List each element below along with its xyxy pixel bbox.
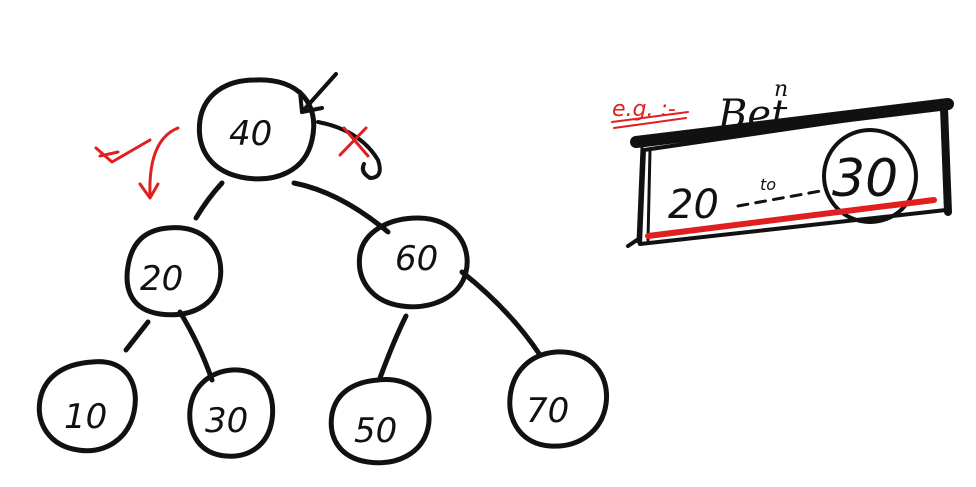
edge-40-20 — [193, 180, 225, 221]
cross-mark-icon — [338, 126, 370, 158]
range-end: 30 — [832, 149, 898, 209]
tree-node-60: 60 — [356, 215, 470, 310]
left-path-annotation — [94, 126, 180, 200]
node-label-50: 50 — [354, 411, 397, 451]
edge-20-30 — [177, 309, 215, 383]
range-content: 20 to 30 — [645, 128, 937, 239]
node-label-70: 70 — [526, 391, 569, 431]
tree-node-40: 40 — [196, 77, 317, 182]
tree-edges — [123, 180, 543, 383]
range-box — [626, 98, 954, 248]
edge-60-70 — [459, 269, 543, 358]
pointer-arrow-icon — [298, 72, 338, 114]
node-label-40: 40 — [229, 114, 272, 154]
range-red-underline — [645, 197, 937, 239]
range-end-circle — [822, 128, 918, 224]
range-start: 20 — [668, 182, 719, 228]
edge-60-50 — [377, 313, 409, 381]
down-arrow-icon — [138, 126, 180, 200]
tree-node-10: 10 — [36, 359, 138, 454]
edge-20-10 — [123, 319, 151, 353]
node-label-60: 60 — [395, 239, 438, 279]
example-label-group: e.g. :- — [611, 97, 689, 129]
node-label-10: 10 — [64, 397, 107, 437]
tree-node-70: 70 — [507, 349, 610, 449]
bet-superscript: n — [774, 77, 788, 102]
right-path-annotation — [316, 120, 382, 180]
tree-node-20: 20 — [124, 225, 224, 318]
edge-40-60 — [291, 180, 391, 235]
node-label-30: 30 — [205, 401, 248, 441]
range-dash-line — [736, 188, 828, 208]
tree-node-50: 50 — [328, 377, 432, 466]
node-label-20: 20 — [140, 259, 183, 299]
example-underline — [611, 111, 689, 129]
range-connector: to — [760, 175, 776, 194]
tree-node-30: 30 — [187, 367, 276, 459]
check-mark-icon — [94, 138, 152, 164]
